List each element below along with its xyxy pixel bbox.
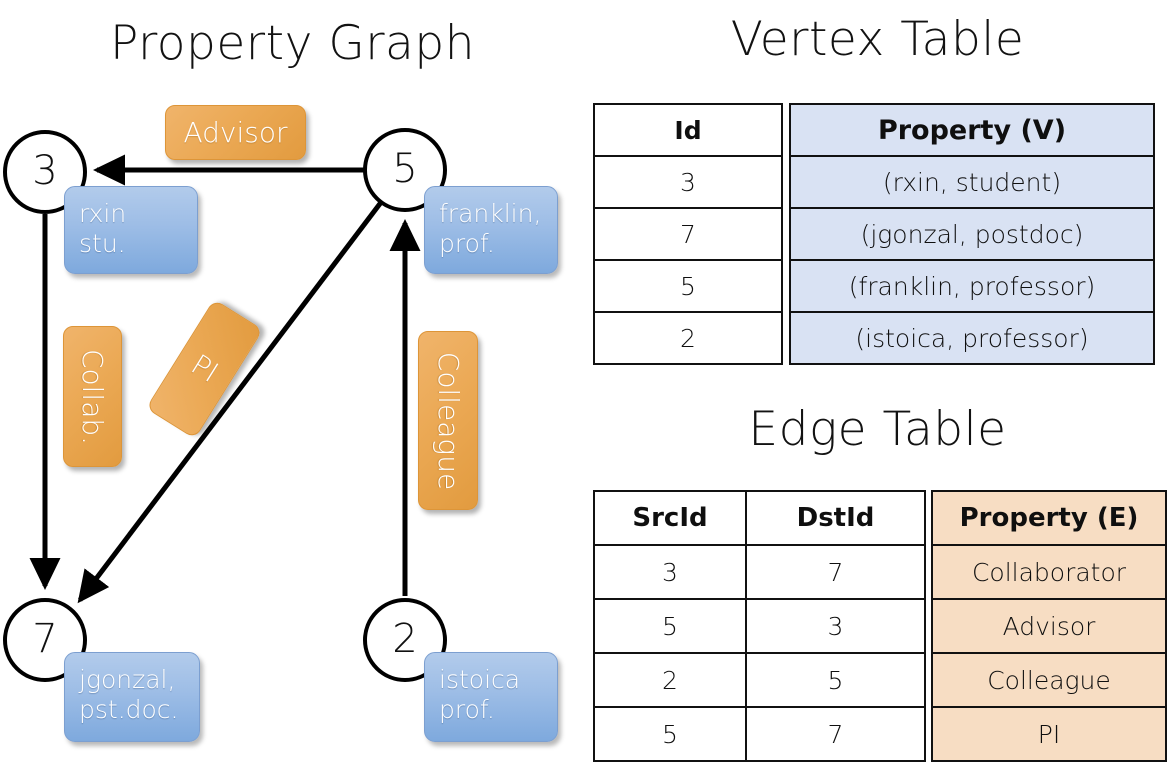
table-row[interactable]: 2 5 Colleague (593, 652, 1167, 708)
property-graph-diagram: 3 5 7 2 rxin stu. franklin, prof. jgonza… (0, 0, 585, 760)
table-header-row: Id Property (V) (593, 103, 1155, 157)
edge-table-header-dstid: DstId (745, 490, 926, 546)
column-gap (782, 312, 790, 364)
column-gap (925, 707, 932, 761)
vertex-id-cell: 5 (593, 259, 783, 313)
column-gap (782, 156, 790, 208)
table-row[interactable]: 5 3 Advisor (593, 598, 1167, 654)
edge-table-header-property: Property (E) (931, 490, 1167, 546)
node-property-line: jgonzal, (79, 665, 176, 694)
vertex-id-cell: 7 (593, 207, 783, 261)
edge-dst-cell: 5 (745, 652, 926, 708)
node-property-line: rxin (79, 199, 127, 228)
column-gap (925, 599, 932, 653)
vertex-table-header-property: Property (V) (789, 103, 1155, 157)
edge-label-colleague: Colleague (418, 331, 478, 510)
column-gap (925, 545, 932, 599)
node-property-box-2: istoica prof. (424, 652, 558, 742)
graph-node-2-label: 2 (392, 616, 418, 662)
graph-node-3-label: 3 (32, 148, 58, 194)
edge-label-pi-text: PI (185, 347, 225, 390)
node-property-line: prof. (439, 228, 495, 258)
graph-node-2[interactable]: 2 (363, 598, 447, 682)
table-row[interactable]: 3 7 Collaborator (593, 544, 1167, 600)
node-property-box-5: franklin, prof. (424, 186, 558, 274)
page-title-edge-table: Edge Table (748, 402, 1007, 457)
vertex-property-cell: (jgonzal, postdoc) (789, 207, 1155, 261)
node-property-line: istoica (439, 665, 521, 694)
edge-property-cell: Colleague (931, 652, 1167, 708)
graph-node-5[interactable]: 5 (363, 128, 447, 212)
column-gap (782, 208, 790, 260)
edge-label-colleague-text: Colleague (432, 351, 465, 490)
vertex-property-cell: (rxin, student) (789, 155, 1155, 209)
vertex-table-header-id: Id (593, 103, 783, 157)
edge-table-header-srcid: SrcId (593, 490, 747, 546)
table-row[interactable]: 7 (jgonzal, postdoc) (593, 207, 1155, 261)
edge-label-advisor: Advisor (165, 105, 306, 160)
table-row[interactable]: 5 (franklin, professor) (593, 259, 1155, 313)
vertex-property-cell: (franklin, professor) (789, 259, 1155, 313)
node-property-line: franklin, (439, 199, 542, 228)
edge-label-collab: Collab. (63, 326, 122, 467)
edge-dst-cell: 7 (745, 706, 926, 762)
graph-edges-svg (29, 154, 421, 604)
edge-property-cell: Collaborator (931, 544, 1167, 600)
edge-table: SrcId DstId Property (E) 3 7 Collaborato… (593, 490, 1167, 762)
table-row[interactable]: 3 (rxin, student) (593, 155, 1155, 209)
edge-property-cell: PI (931, 706, 1167, 762)
column-gap (925, 491, 932, 545)
node-property-line: pst.doc. (79, 694, 179, 724)
vertex-id-cell: 3 (593, 155, 783, 209)
graph-node-7-label: 7 (32, 616, 58, 662)
vertex-property-cell: (istoica, professor) (789, 311, 1155, 365)
node-property-box-3: rxin stu. (64, 186, 198, 274)
edge-label-advisor-text: Advisor (183, 115, 288, 149)
edge-src-cell: 3 (593, 544, 747, 600)
graph-node-5-label: 5 (392, 146, 418, 192)
edge-dst-cell: 3 (745, 598, 926, 654)
edge-label-collab-text: Collab. (76, 348, 110, 445)
column-gap (925, 653, 932, 707)
page-title-vertex-table: Vertex Table (730, 12, 1025, 67)
edge-dst-cell: 7 (745, 544, 926, 600)
edge-property-cell: Advisor (931, 598, 1167, 654)
vertex-id-cell: 2 (593, 311, 783, 365)
table-header-row: SrcId DstId Property (E) (593, 490, 1167, 546)
edge-src-cell: 5 (593, 598, 747, 654)
page-title-property-graph: Property Graph (110, 16, 475, 71)
column-gap (782, 260, 790, 312)
node-property-line: stu. (79, 228, 126, 258)
edge-src-cell: 2 (593, 652, 747, 708)
edge-5-to-7 (77, 199, 384, 604)
table-row[interactable]: 5 7 PI (593, 706, 1167, 762)
edge-src-cell: 5 (593, 706, 747, 762)
table-row[interactable]: 2 (istoica, professor) (593, 311, 1155, 365)
node-property-box-7: jgonzal, pst.doc. (64, 652, 200, 742)
column-gap (782, 104, 790, 156)
vertex-table: Id Property (V) 3 (rxin, student) 7 (jgo… (593, 103, 1155, 365)
node-property-line: prof. (439, 694, 495, 724)
